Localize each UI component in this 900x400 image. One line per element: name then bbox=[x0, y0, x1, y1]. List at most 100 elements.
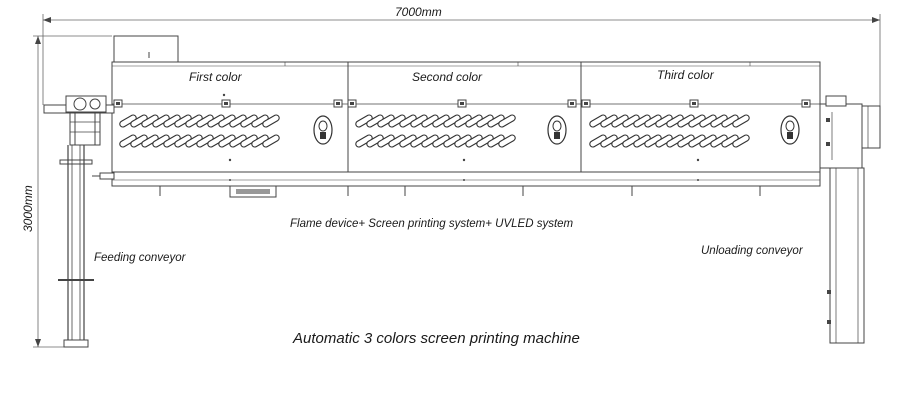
louver-slot bbox=[476, 114, 494, 128]
feeding-conveyor bbox=[43, 95, 115, 348]
louver-slot bbox=[589, 134, 607, 148]
louver-slot bbox=[399, 134, 417, 148]
louver-slot bbox=[207, 134, 225, 148]
louver-slot bbox=[622, 134, 640, 148]
bracket-core bbox=[570, 102, 574, 105]
louver-slot bbox=[152, 114, 170, 128]
louver-slot bbox=[421, 114, 439, 128]
louver-slot bbox=[141, 134, 159, 148]
louver-slot bbox=[130, 134, 148, 148]
louver-slot bbox=[251, 114, 269, 128]
louver-slot bbox=[207, 114, 225, 128]
louver-slot bbox=[410, 134, 428, 148]
lamp-bulb bbox=[318, 120, 328, 132]
louver-slot bbox=[410, 114, 428, 128]
louver-slot bbox=[163, 134, 181, 148]
unloading-conveyor bbox=[819, 95, 881, 344]
louver-slot bbox=[699, 134, 717, 148]
louver-slot bbox=[655, 114, 673, 128]
louver-slot bbox=[218, 134, 236, 148]
louver-slot bbox=[174, 114, 192, 128]
louver-slot bbox=[454, 114, 472, 128]
louver-slot bbox=[185, 134, 203, 148]
system-description: Flame device+ Screen printing system+ UV… bbox=[290, 218, 574, 230]
louver-slot bbox=[130, 114, 148, 128]
louver-slot bbox=[732, 114, 750, 128]
louver-slot bbox=[476, 134, 494, 148]
lamp-base bbox=[787, 132, 793, 139]
bracket-core bbox=[460, 102, 464, 105]
louver-slot bbox=[487, 114, 505, 128]
louver-slot bbox=[185, 114, 203, 128]
louver-slot bbox=[611, 134, 629, 148]
louver-slot bbox=[600, 134, 618, 148]
louver-slot bbox=[465, 134, 483, 148]
section-label-3: Third color bbox=[657, 68, 714, 82]
louver-slot bbox=[366, 134, 384, 148]
louver-slot bbox=[421, 134, 439, 148]
louver-slot bbox=[633, 114, 651, 128]
louver-slot bbox=[688, 134, 706, 148]
louver-slot bbox=[688, 114, 706, 128]
louver-slot bbox=[432, 114, 450, 128]
louver-slot bbox=[644, 114, 662, 128]
louver-slot bbox=[196, 114, 214, 128]
louver-slot bbox=[677, 114, 695, 128]
louver-slot bbox=[240, 134, 258, 148]
louver-slot bbox=[732, 134, 750, 148]
louver-slot bbox=[589, 114, 607, 128]
louver-slot bbox=[666, 114, 684, 128]
louver-slot bbox=[377, 114, 395, 128]
louver-slot bbox=[633, 134, 651, 148]
louver-slot bbox=[443, 114, 461, 128]
exhaust-box bbox=[113, 35, 179, 63]
lamp-windows bbox=[313, 115, 800, 145]
louver-slot bbox=[388, 114, 406, 128]
louver-slot bbox=[119, 134, 137, 148]
louver-slot bbox=[487, 134, 505, 148]
louver-slot bbox=[465, 114, 483, 128]
louver-slot bbox=[262, 134, 280, 148]
louver-slot bbox=[498, 134, 516, 148]
bracket-core bbox=[584, 102, 588, 105]
louver-slot bbox=[710, 114, 728, 128]
section-label-1: First color bbox=[189, 70, 242, 84]
louver-slot bbox=[377, 134, 395, 148]
louver-slot bbox=[355, 134, 373, 148]
bracket-core bbox=[692, 102, 696, 105]
louver-slot bbox=[399, 114, 417, 128]
louver-slot bbox=[240, 114, 258, 128]
louver-slot bbox=[443, 134, 461, 148]
louver-slot bbox=[366, 114, 384, 128]
louver-slot bbox=[229, 114, 247, 128]
louver-slot bbox=[196, 134, 214, 148]
lamp-bulb bbox=[785, 120, 795, 132]
louver-slot bbox=[163, 114, 181, 128]
louver-slot bbox=[454, 134, 472, 148]
louver-slot bbox=[622, 114, 640, 128]
lamp-base bbox=[554, 132, 560, 139]
louver-slot bbox=[218, 114, 236, 128]
louver-slot bbox=[710, 134, 728, 148]
louver-slot bbox=[721, 134, 739, 148]
louver-slot bbox=[119, 114, 137, 128]
louver-slot bbox=[600, 114, 618, 128]
louver-slot bbox=[611, 114, 629, 128]
lamp-base bbox=[320, 132, 326, 139]
louver-slot bbox=[699, 114, 717, 128]
section-label-2: Second color bbox=[412, 70, 483, 84]
unloading-conveyor-label: Unloading conveyor bbox=[701, 245, 803, 257]
mounting-brackets bbox=[113, 99, 811, 108]
bracket-core bbox=[804, 102, 808, 105]
louver-slot bbox=[388, 134, 406, 148]
drawing-title: Automatic 3 colors screen printing machi… bbox=[293, 330, 580, 347]
louver-slot bbox=[152, 134, 170, 148]
feeding-conveyor-label: Feeding conveyor bbox=[94, 252, 186, 264]
louver-slot bbox=[174, 134, 192, 148]
height-dimension-label: 3000mm bbox=[21, 185, 35, 232]
width-dimension-label: 7000mm bbox=[395, 5, 442, 19]
bracket-core bbox=[350, 102, 354, 105]
width-dimension-line bbox=[42, 14, 881, 120]
louver-slot bbox=[655, 134, 673, 148]
